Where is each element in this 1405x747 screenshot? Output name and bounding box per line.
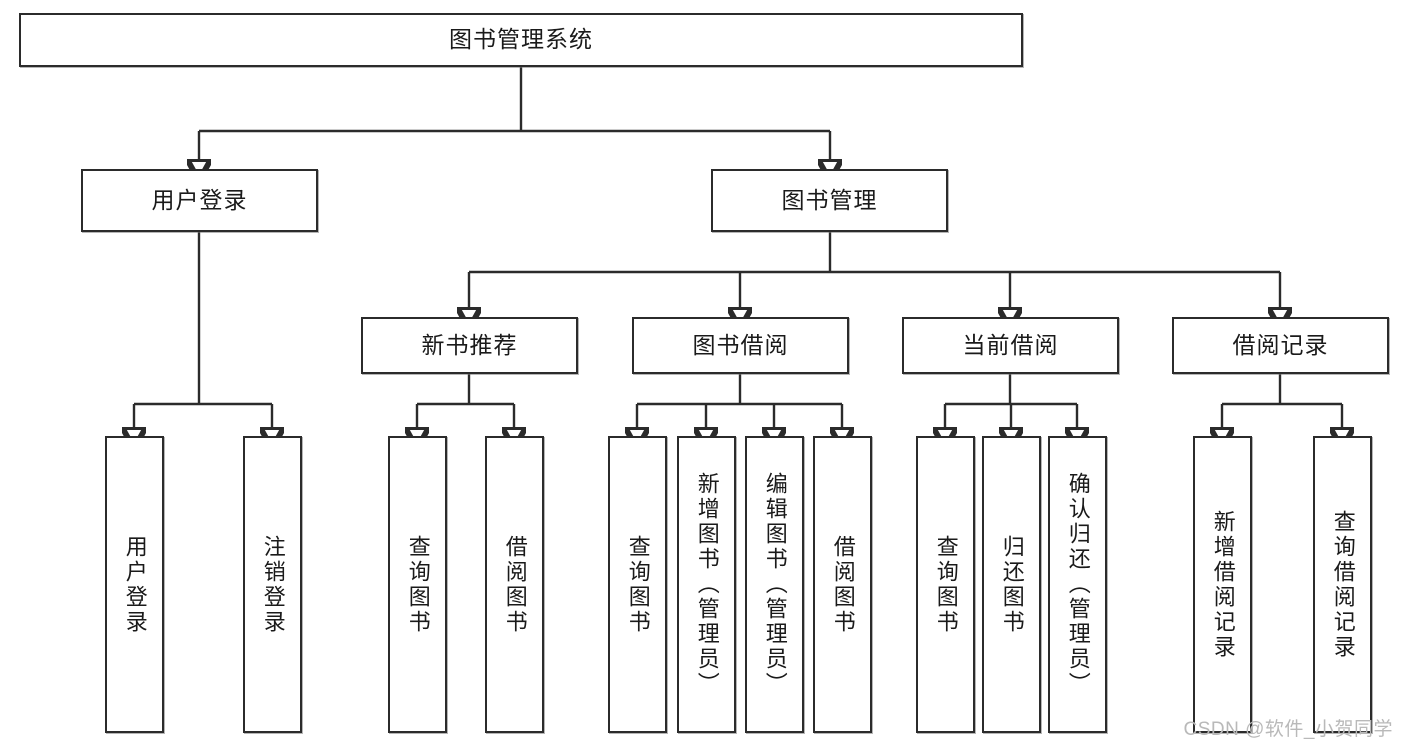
node-label: 新增借阅记录 <box>1210 509 1236 660</box>
node-leaf-logout[interactable]: 注销登录 <box>243 436 302 733</box>
node-user-login[interactable]: 用户登录 <box>81 169 318 232</box>
node-leaf-add-book-admin[interactable]: 新增图书（管理员） <box>677 436 736 733</box>
node-label: 图书管理 <box>781 186 878 213</box>
node-label: 编辑图书（管理员） <box>762 472 788 697</box>
node-label: 归还图书 <box>999 534 1025 635</box>
node-label: 新书推荐 <box>421 331 518 358</box>
node-label: 图书借阅 <box>692 331 789 358</box>
node-leaf-query-borrow-record[interactable]: 查询借阅记录 <box>1313 436 1372 733</box>
node-borrowing-record[interactable]: 借阅记录 <box>1172 317 1389 374</box>
node-label: 确认归还（管理员） <box>1065 472 1091 697</box>
node-root-book-management-system[interactable]: 图书管理系统 <box>19 13 1023 67</box>
node-label: 图书管理系统 <box>449 26 593 53</box>
node-book-management[interactable]: 图书管理 <box>711 169 948 232</box>
node-label: 查询图书 <box>933 534 959 635</box>
node-leaf-add-borrow-record[interactable]: 新增借阅记录 <box>1193 436 1252 733</box>
node-leaf-borrow-book-newbook[interactable]: 借阅图书 <box>485 436 544 733</box>
node-label: 借阅图书 <box>830 534 856 635</box>
node-label: 新增图书（管理员） <box>694 472 720 697</box>
node-leaf-query-book-borrow[interactable]: 查询图书 <box>608 436 667 733</box>
node-label: 注销登录 <box>260 534 286 635</box>
node-label: 借阅图书 <box>502 534 528 635</box>
node-new-book-recommendation[interactable]: 新书推荐 <box>361 317 578 374</box>
node-leaf-query-book-current[interactable]: 查询图书 <box>916 436 975 733</box>
node-label: 当前借阅 <box>962 331 1059 358</box>
csdn-watermark: CSDN @软件_小贺同学 <box>1183 719 1393 740</box>
node-label: 查询图书 <box>405 534 431 635</box>
node-leaf-user-login[interactable]: 用户登录 <box>105 436 164 733</box>
node-label: 查询图书 <box>625 534 651 635</box>
node-current-borrowing[interactable]: 当前借阅 <box>902 317 1119 374</box>
node-leaf-query-book-newbook[interactable]: 查询图书 <box>388 436 447 733</box>
node-book-borrowing[interactable]: 图书借阅 <box>632 317 849 374</box>
node-label: 用户登录 <box>122 534 148 635</box>
node-leaf-confirm-return-admin[interactable]: 确认归还（管理员） <box>1048 436 1107 733</box>
node-label: 查询借阅记录 <box>1330 509 1356 660</box>
node-leaf-borrow-book[interactable]: 借阅图书 <box>813 436 872 733</box>
node-leaf-edit-book-admin[interactable]: 编辑图书（管理员） <box>745 436 804 733</box>
node-leaf-return-book[interactable]: 归还图书 <box>982 436 1041 733</box>
node-label: 借阅记录 <box>1232 331 1329 358</box>
node-label: 用户登录 <box>151 186 248 213</box>
